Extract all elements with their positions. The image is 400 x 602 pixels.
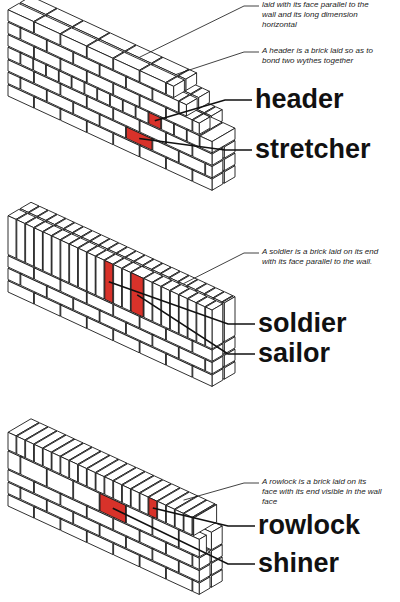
term-label: soldier bbox=[258, 308, 347, 338]
brick-face bbox=[34, 445, 42, 466]
brick-face bbox=[206, 164, 212, 178]
brick-face bbox=[17, 220, 25, 262]
brick-face bbox=[122, 269, 130, 311]
leader-line bbox=[139, 139, 252, 150]
brick-face bbox=[96, 473, 104, 494]
brick-face bbox=[87, 252, 95, 294]
term-label: stretcher bbox=[255, 134, 371, 164]
leader-line bbox=[184, 253, 259, 284]
brick-face bbox=[158, 501, 166, 522]
brick-face bbox=[8, 216, 16, 258]
definition-note: laid with its face parallel to the wall … bbox=[262, 0, 382, 30]
brick-face bbox=[211, 526, 222, 550]
brick-face bbox=[8, 432, 16, 453]
brick-face bbox=[61, 457, 69, 478]
brick-face bbox=[192, 518, 194, 536]
brick-face bbox=[96, 256, 104, 299]
brick bbox=[223, 296, 235, 342]
brick-face bbox=[199, 117, 210, 134]
brick-face bbox=[193, 120, 199, 134]
brick-face bbox=[87, 469, 95, 490]
brick-face bbox=[206, 360, 212, 374]
brick-face bbox=[188, 299, 196, 341]
definition-note: A soldier is a brick laid on its end wit… bbox=[262, 247, 382, 267]
brick-face bbox=[114, 59, 140, 82]
brick-face bbox=[174, 80, 185, 98]
brick-face bbox=[61, 240, 69, 282]
brick-face bbox=[131, 489, 139, 510]
brick-face bbox=[175, 510, 183, 531]
brick-face bbox=[186, 99, 197, 117]
term-label: rowlock bbox=[258, 510, 360, 540]
brick-face bbox=[166, 506, 174, 527]
leader-line bbox=[176, 52, 259, 74]
leader-line bbox=[153, 508, 255, 526]
leader-line bbox=[184, 483, 259, 500]
brick-face bbox=[200, 136, 212, 153]
brick-face bbox=[224, 297, 235, 342]
term-label: sailor bbox=[258, 338, 330, 368]
leader-line bbox=[155, 100, 252, 121]
brick-face bbox=[162, 287, 170, 329]
brick-face bbox=[114, 481, 122, 502]
brick-face bbox=[78, 248, 86, 290]
brick-face bbox=[52, 236, 60, 279]
brick-face bbox=[26, 224, 34, 266]
bricks bbox=[8, 0, 235, 594]
leader-line bbox=[109, 282, 255, 324]
brick-face bbox=[105, 477, 113, 498]
brick-face bbox=[197, 303, 205, 345]
brick-face bbox=[193, 580, 199, 594]
leader-line bbox=[137, 295, 255, 354]
brick-face bbox=[170, 291, 178, 333]
brick-face bbox=[166, 83, 173, 98]
brick-face bbox=[17, 436, 25, 457]
brick-face bbox=[179, 295, 187, 338]
brick-face bbox=[70, 244, 78, 287]
leader-line bbox=[113, 508, 255, 564]
brick-face bbox=[70, 461, 78, 482]
brick-face bbox=[140, 71, 166, 94]
brick-face bbox=[43, 232, 51, 275]
brick-face bbox=[87, 46, 113, 69]
brick-face bbox=[186, 73, 197, 91]
brick bbox=[166, 77, 184, 98]
brick-face bbox=[140, 493, 148, 514]
brick-face bbox=[61, 34, 87, 57]
brick-face bbox=[122, 485, 130, 506]
brick-face bbox=[153, 283, 161, 326]
brick-face bbox=[52, 453, 60, 474]
brick bbox=[193, 114, 210, 134]
brick-face bbox=[212, 304, 223, 349]
definition-note: A header is a brick laid so as to bond t… bbox=[262, 46, 382, 66]
brick-face bbox=[43, 449, 51, 470]
term-label: shiner bbox=[258, 548, 339, 578]
term-label: header bbox=[255, 84, 344, 114]
brick-face bbox=[78, 465, 86, 486]
brick-face bbox=[34, 228, 42, 270]
highlighted-brick-face bbox=[131, 273, 143, 317]
brick-face bbox=[34, 22, 60, 45]
brick-face bbox=[8, 10, 34, 33]
brick-face bbox=[26, 440, 34, 461]
definition-note: A rowlock is a brick laid on its face wi… bbox=[262, 477, 382, 507]
leader-line bbox=[140, 6, 259, 57]
brick-face bbox=[193, 555, 199, 569]
